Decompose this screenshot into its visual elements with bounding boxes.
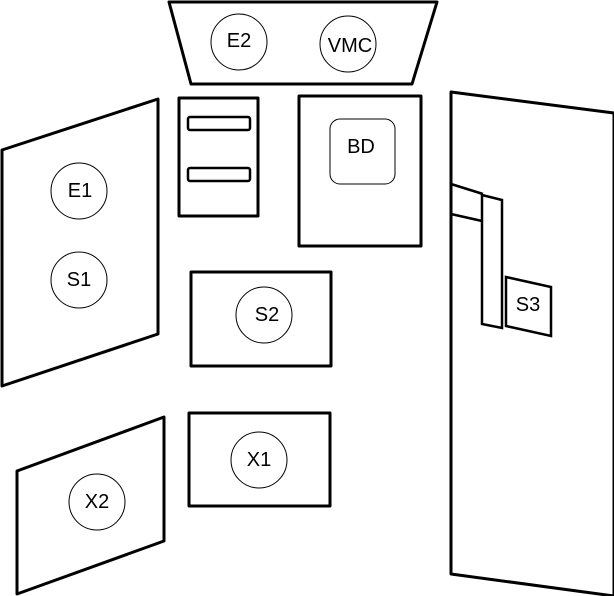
e1-label: E1 — [68, 180, 92, 202]
vmc-label: VMC — [328, 35, 372, 57]
vertical-bar — [480, 193, 504, 330]
slot-top — [186, 115, 252, 132]
x2-panel: X2 — [15, 415, 166, 596]
x1-label: X1 — [247, 449, 271, 471]
right-panel: S3 — [449, 90, 614, 596]
x1-circle — [230, 431, 288, 489]
right-panel-outline — [449, 90, 614, 596]
s1-label: S1 — [67, 269, 91, 291]
top-panel: E2 VMC — [167, 0, 439, 86]
top-panel-outline — [167, 0, 439, 86]
slot-bottom — [186, 166, 252, 183]
s2-label: S2 — [255, 304, 279, 326]
s2-box: S2 — [189, 270, 333, 368]
bd-inner-box — [329, 118, 396, 185]
e1-circle — [50, 162, 108, 220]
bracket-line-top — [450, 182, 484, 196]
x2-circle — [68, 473, 126, 531]
left-panel-outline — [0, 97, 160, 388]
s3-box-outline — [504, 275, 553, 338]
e2-label: E2 — [227, 30, 251, 52]
x1-box: X1 — [187, 411, 332, 508]
slot-box — [177, 96, 260, 218]
vmc-circle — [319, 15, 377, 73]
bd-box: BD — [297, 94, 423, 248]
s2-circle — [235, 286, 293, 344]
bracket-line-bottom — [450, 212, 483, 223]
s3-label: S3 — [516, 294, 540, 316]
slot-box-outline — [177, 96, 260, 218]
x2-label: X2 — [85, 491, 109, 513]
left-panel: E1 S1 — [0, 97, 160, 388]
bd-label: BD — [347, 136, 375, 158]
e2-circle — [210, 13, 268, 71]
s1-circle — [50, 251, 108, 309]
